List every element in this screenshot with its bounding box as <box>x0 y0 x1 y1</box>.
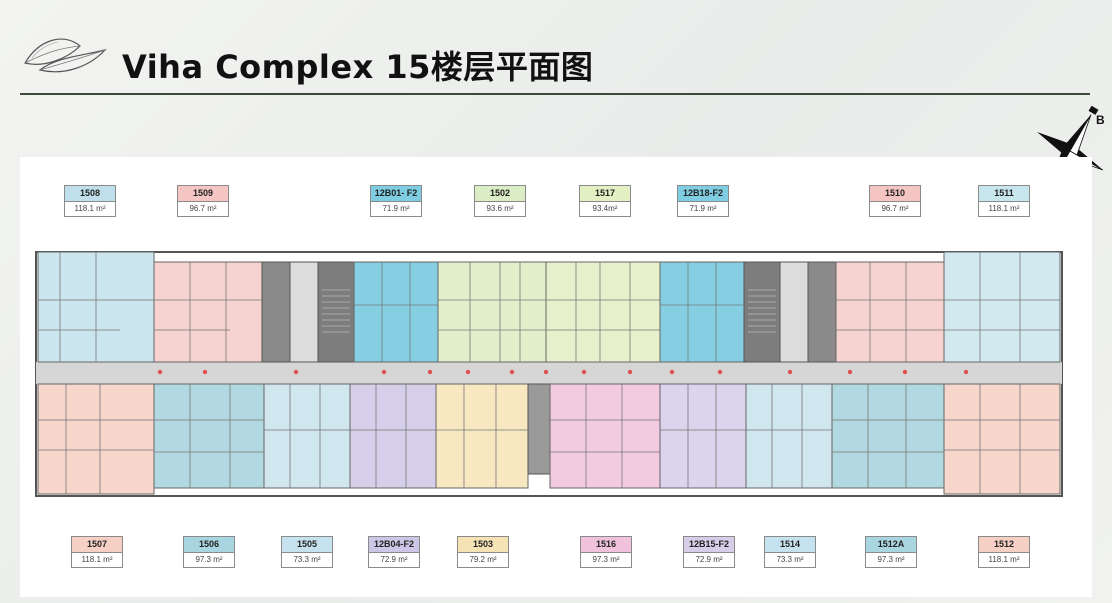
unit-area: 72.9 m² <box>368 552 420 568</box>
page-title: Viha Complex 15楼层平面图 <box>122 48 594 86</box>
unit-label-1502: 1502 93.6 m² <box>474 185 526 217</box>
unit-label-1516: 1516 97.3 m² <box>580 536 632 568</box>
unit-block-1512A <box>831 383 945 489</box>
unit-name: 1517 <box>579 185 631 201</box>
core-left-1 <box>261 261 291 363</box>
core-right-2 <box>807 261 837 363</box>
door-markers <box>157 369 969 375</box>
unit-name: 1509 <box>177 185 229 201</box>
unit-label-1511: 1511 118.1 m² <box>978 185 1030 217</box>
unit-name: 1514 <box>764 536 816 552</box>
unit-area: 73.3 m² <box>764 552 816 568</box>
stair-center <box>527 383 551 475</box>
unit-area: 73.3 m² <box>281 552 333 568</box>
unit-block-1506 <box>153 383 265 489</box>
unit-label-1517: 1517 93.4m² <box>579 185 631 217</box>
unit-block-1503 <box>435 383 529 489</box>
unit-block-12B15-F2 <box>659 383 747 489</box>
unit-name: 1506 <box>183 536 235 552</box>
unit-name: 12B01- F2 <box>370 185 422 201</box>
unit-area: 93.4m² <box>579 201 631 217</box>
unit-label-12B15-F2: 12B15-F2 72.9 m² <box>683 536 735 568</box>
unit-name: 1508 <box>64 185 116 201</box>
unit-area: 118.1 m² <box>64 201 116 217</box>
unit-block-1502 <box>437 261 547 363</box>
unit-block-1517 <box>545 261 661 363</box>
unit-area: 97.3 m² <box>183 552 235 568</box>
unit-area: 71.9 m² <box>370 201 422 217</box>
unit-block-1516 <box>549 383 661 489</box>
unit-name: 1502 <box>474 185 526 201</box>
unit-name: 1505 <box>281 536 333 552</box>
unit-label-1505: 1505 73.3 m² <box>281 536 333 568</box>
unit-block-1512 <box>943 383 1061 495</box>
unit-block-1514 <box>745 383 833 489</box>
unit-label-12B04-F2: 12B04-F2 72.9 m² <box>368 536 420 568</box>
leaf-logo-icon <box>24 38 107 73</box>
unit-area: 96.7 m² <box>869 201 921 217</box>
unit-block-1507 <box>37 383 155 495</box>
unit-name: 12B18-F2 <box>677 185 729 201</box>
unit-area: 72.9 m² <box>683 552 735 568</box>
unit-label-12B18-F2: 12B18-F2 71.9 m² <box>677 185 729 217</box>
unit-block-12B04-F2 <box>349 383 437 489</box>
unit-name: 1511 <box>978 185 1030 201</box>
unit-name: 1512A <box>865 536 917 552</box>
unit-block-1505 <box>263 383 351 489</box>
title-divider <box>20 93 1090 95</box>
unit-label-1506: 1506 97.3 m² <box>183 536 235 568</box>
unit-area: 118.1 m² <box>71 552 123 568</box>
corridor <box>36 362 1062 384</box>
unit-block-12B18-F2 <box>659 261 745 363</box>
unit-label-12B01-F2: 12B01- F2 71.9 m² <box>370 185 422 217</box>
unit-label-1512: 1512 118.1 m² <box>978 536 1030 568</box>
unit-block-12B01-F2 <box>353 261 439 363</box>
unit-label-1508: 1508 118.1 m² <box>64 185 116 217</box>
unit-area: 96.7 m² <box>177 201 229 217</box>
unit-label-1507: 1507 118.1 m² <box>71 536 123 568</box>
core-left-2 <box>317 261 355 363</box>
unit-label-1510: 1510 96.7 m² <box>869 185 921 217</box>
unit-name: 12B04-F2 <box>368 536 420 552</box>
unit-area: 79.2 m² <box>457 552 509 568</box>
stair-hatching <box>322 289 776 333</box>
unit-label-1509: 1509 96.7 m² <box>177 185 229 217</box>
unit-area: 118.1 m² <box>978 201 1030 217</box>
unit-block-1509 <box>153 261 263 363</box>
unit-block-1510 <box>835 261 945 363</box>
unit-area: 118.1 m² <box>978 552 1030 568</box>
compass-letter: B <box>1096 113 1105 127</box>
unit-label-1512A: 1512A 97.3 m² <box>865 536 917 568</box>
unit-area: 93.6 m² <box>474 201 526 217</box>
unit-name: 1512 <box>978 536 1030 552</box>
unit-name: 12B15-F2 <box>683 536 735 552</box>
unit-area: 71.9 m² <box>677 201 729 217</box>
unit-label-1503: 1503 79.2 m² <box>457 536 509 568</box>
lift-left <box>289 261 319 363</box>
unit-area: 97.3 m² <box>580 552 632 568</box>
unit-area: 97.3 m² <box>865 552 917 568</box>
room-partitions <box>38 252 1060 494</box>
unit-label-1514: 1514 73.3 m² <box>764 536 816 568</box>
unit-name: 1503 <box>457 536 509 552</box>
unit-name: 1507 <box>71 536 123 552</box>
unit-name: 1510 <box>869 185 921 201</box>
core-right-1 <box>743 261 781 363</box>
lift-right <box>779 261 809 363</box>
unit-name: 1516 <box>580 536 632 552</box>
unit-block-1511 <box>943 251 1061 363</box>
